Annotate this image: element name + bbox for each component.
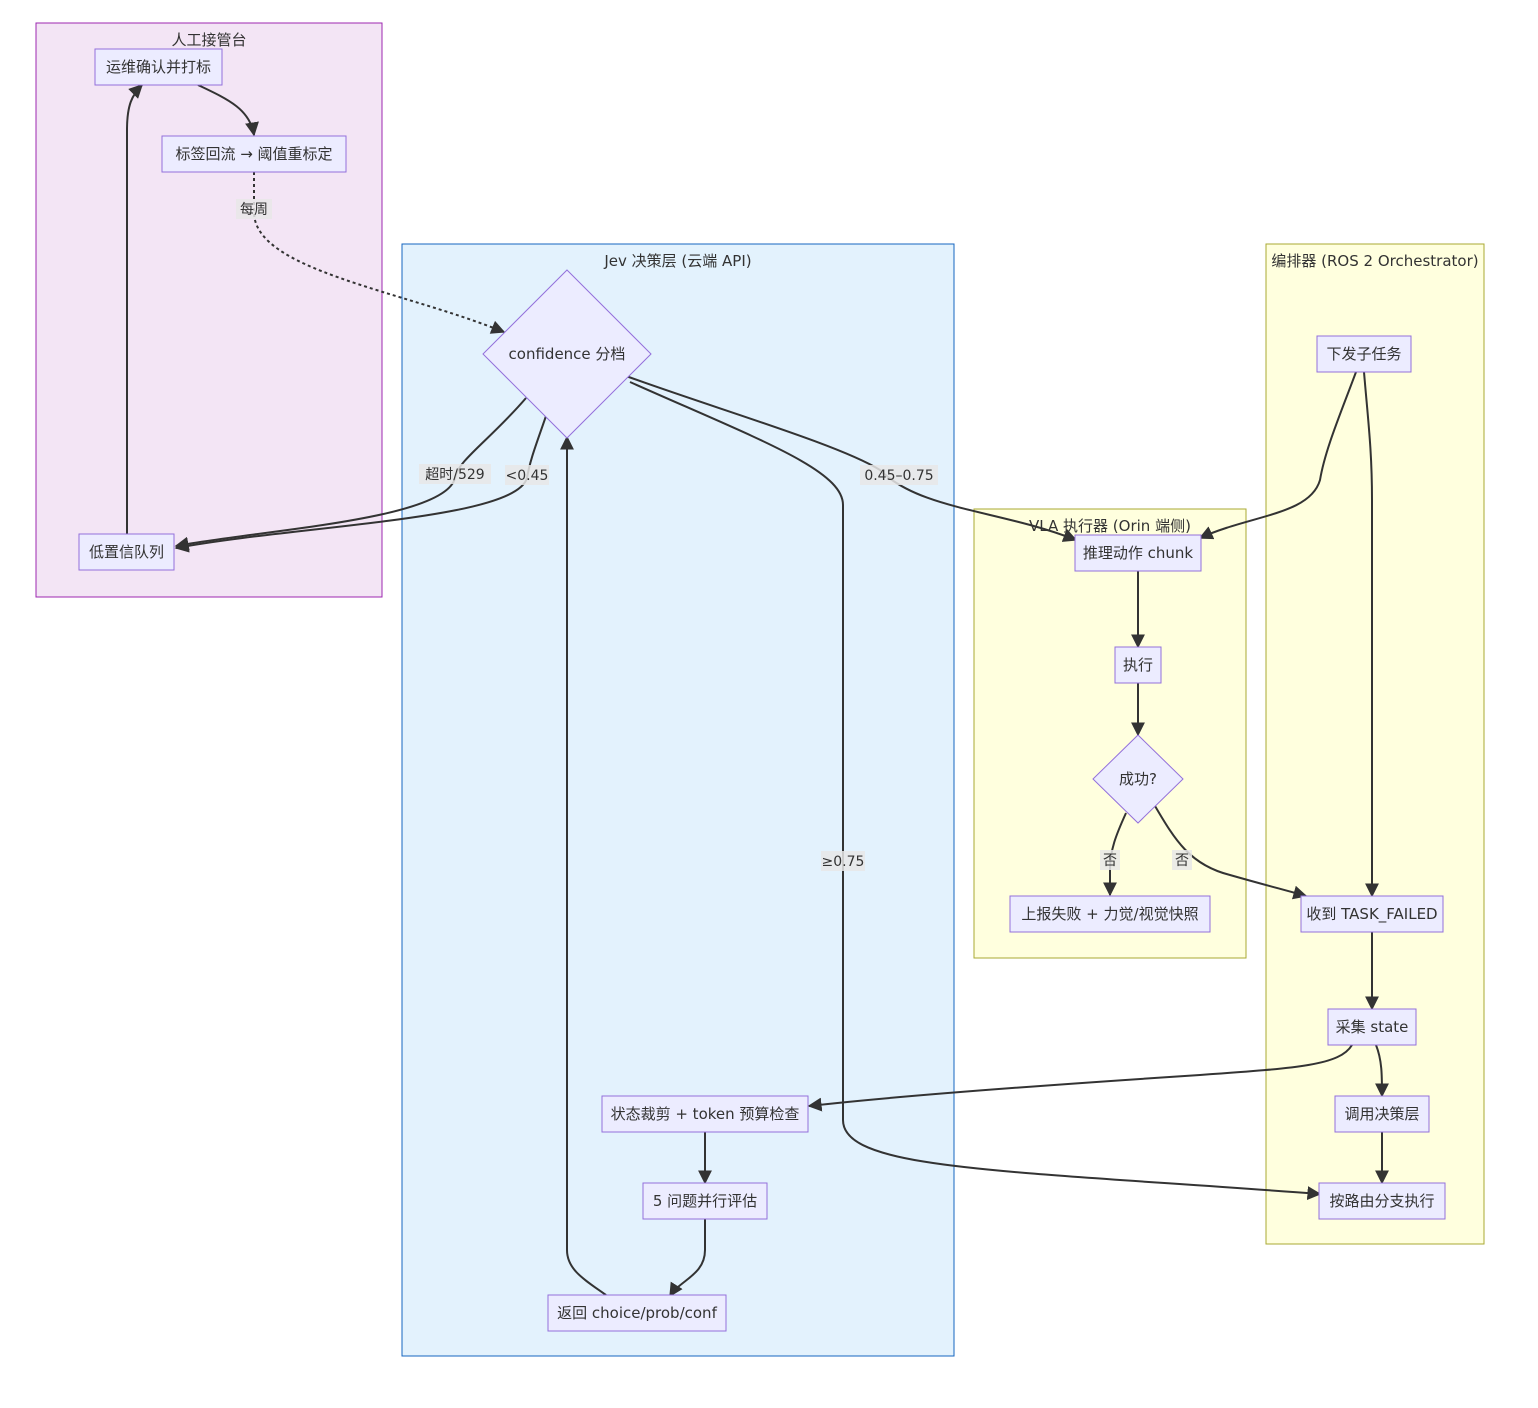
- node-collect-state[interactable]: 采集 state: [1327, 1008, 1417, 1046]
- node-execute[interactable]: 执行: [1114, 646, 1162, 684]
- cluster-orchestrator: 编排器 (ROS 2 Orchestrator): [1265, 243, 1485, 1245]
- edge-ret-conf: [560, 435, 607, 1296]
- edge-dispatch-failed: [1363, 371, 1379, 898]
- node-state-trim[interactable]: 状态裁剪 + token 预算检查: [601, 1095, 809, 1133]
- node-return[interactable]: 返回 choice/prob/conf: [547, 1294, 727, 1332]
- edge-dispatch-infer: [1198, 371, 1357, 540]
- node-report-failure[interactable]: 上报失败 + 力觉/视觉快照: [1009, 895, 1211, 933]
- node-dispatch-subtask[interactable]: 下发子任务: [1316, 335, 1412, 373]
- edge-eval5-ret: [669, 1218, 706, 1298]
- node-task-failed[interactable]: 收到 TASK_FAILED: [1300, 895, 1444, 933]
- node-eval-5[interactable]: 5 问题并行评估: [642, 1182, 768, 1220]
- svg-text:采集 state: 采集 state: [1336, 1018, 1409, 1036]
- node-confirm[interactable]: 运维确认并打标: [94, 48, 223, 86]
- edge-label-mid: 0.45–0.75: [864, 468, 933, 484]
- edge-collect-trim: [807, 1044, 1353, 1112]
- edge-label-no-failed: 否: [1175, 853, 1189, 869]
- node-confidence-decision[interactable]: confidence 分档: [482, 269, 652, 439]
- svg-text:执行: 执行: [1123, 656, 1153, 674]
- cluster-human-title: 人工接管台: [171, 31, 246, 49]
- svg-text:推理动作 chunk: 推理动作 chunk: [1083, 544, 1194, 562]
- cluster-human-console: 人工接管台: [35, 22, 383, 598]
- svg-text:上报失败 + 力觉/视觉快照: 上报失败 + 力觉/视觉快照: [1021, 905, 1198, 923]
- edge-label-weekly: 每周: [240, 202, 268, 218]
- svg-text:运维确认并打标: 运维确认并打标: [106, 58, 211, 76]
- edge-label-no-report: 否: [1103, 853, 1117, 869]
- svg-text:confidence 分档: confidence 分档: [509, 345, 626, 363]
- edge-label-timeout: 超时/529: [425, 467, 484, 483]
- svg-text:低置信队列: 低置信队列: [89, 543, 164, 561]
- cluster-jev-title: Jev 决策层 (云端 API): [603, 252, 751, 270]
- edge-labels: 每周 超时/529 <0.45 0.45–0.75 ≥0.75 否 否: [236, 199, 1192, 871]
- node-route-execute[interactable]: 按路由分支执行: [1318, 1182, 1446, 1220]
- svg-text:状态裁剪 + token 预算检查: 状态裁剪 + token 预算检查: [611, 1105, 800, 1123]
- node-infer-chunk[interactable]: 推理动作 chunk: [1074, 534, 1202, 572]
- edge-collect-call: [1374, 1044, 1389, 1098]
- edge-relabel-conf-weekly: [253, 172, 506, 334]
- node-call-decision[interactable]: 调用决策层: [1334, 1095, 1430, 1133]
- edge-label-low: <0.45: [506, 468, 549, 484]
- node-low-confidence-queue[interactable]: 低置信队列: [78, 533, 175, 571]
- svg-text:下发子任务: 下发子任务: [1326, 345, 1401, 363]
- edge-succ-failed-no: [1154, 805, 1308, 900]
- node-success-decision[interactable]: 成功?: [1092, 734, 1184, 824]
- edge-confirm-relabel: [197, 84, 259, 137]
- svg-text:调用决策层: 调用决策层: [1344, 1105, 1419, 1123]
- node-relabel[interactable]: 标签回流 → 阈值重标定: [161, 135, 347, 173]
- edge-conf-lowq-low: [174, 415, 547, 553]
- edge-conf-route-high: [629, 381, 1322, 1201]
- cluster-orch-title: 编排器 (ROS 2 Orchestrator): [1271, 252, 1478, 270]
- svg-text:收到 TASK_FAILED: 收到 TASK_FAILED: [1306, 905, 1437, 924]
- svg-text:5 问题并行评估: 5 问题并行评估: [653, 1192, 757, 1210]
- svg-text:成功?: 成功?: [1119, 770, 1157, 788]
- edge-conf-lowq-timeout: [174, 397, 527, 551]
- svg-text:返回 choice/prob/conf: 返回 choice/prob/conf: [557, 1304, 717, 1322]
- svg-text:标签回流 → 阈值重标定: 标签回流 → 阈值重标定: [175, 145, 332, 163]
- edge-label-high: ≥0.75: [822, 854, 865, 870]
- svg-text:按路由分支执行: 按路由分支执行: [1329, 1192, 1434, 1210]
- edges: [126, 84, 1389, 1298]
- cluster-jev-decision: Jev 决策层 (云端 API): [401, 243, 955, 1357]
- edge-lowq-confirm: [126, 84, 143, 534]
